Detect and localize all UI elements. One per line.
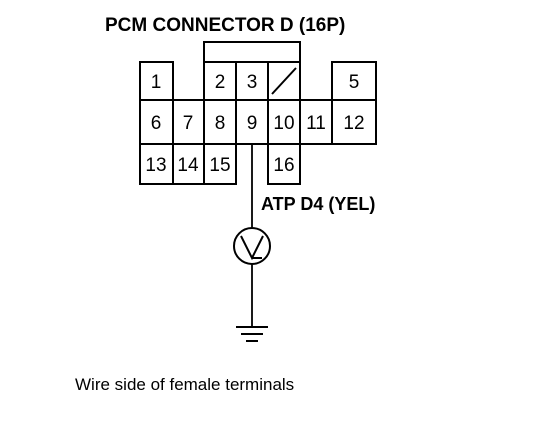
pin-cell-11 [299,99,333,145]
connector-title: PCM CONNECTOR D (16P) [105,15,345,36]
pin-cell-16 [267,143,301,185]
unused-pin-slash [271,67,297,95]
pin-number: 14 [177,155,199,176]
pin-number: 3 [247,72,258,93]
pin-number: 1 [151,72,162,93]
pin-cell-12 [331,99,377,145]
connector-key-tab [203,41,301,62]
pin-number: 10 [273,113,294,134]
pin-cell-15 [203,143,237,185]
pin-cell-14 [172,143,205,185]
pin-number: 9 [247,113,258,134]
pin-number: 7 [183,113,194,134]
pin-number: 2 [215,72,226,93]
pin-number: 11 [306,113,326,134]
pin-number: 15 [209,155,230,176]
pcm-connector-d: 1 2 3 5 6 7 8 9 10 11 12 13 14 15 16 [139,41,377,185]
pin-number: 16 [273,155,294,176]
wire-label: ATP D4 (YEL) [261,194,375,214]
diagram-caption: Wire side of female terminals [75,375,294,394]
voltmeter-icon [233,227,271,265]
pin-number: 8 [215,113,226,134]
ground-icon [236,326,268,342]
pin-cell-5 [331,61,377,101]
pin-number: 12 [343,113,364,134]
pin-number: 5 [349,72,360,93]
pin-number: 6 [151,113,162,134]
pin-number: 13 [145,155,166,176]
